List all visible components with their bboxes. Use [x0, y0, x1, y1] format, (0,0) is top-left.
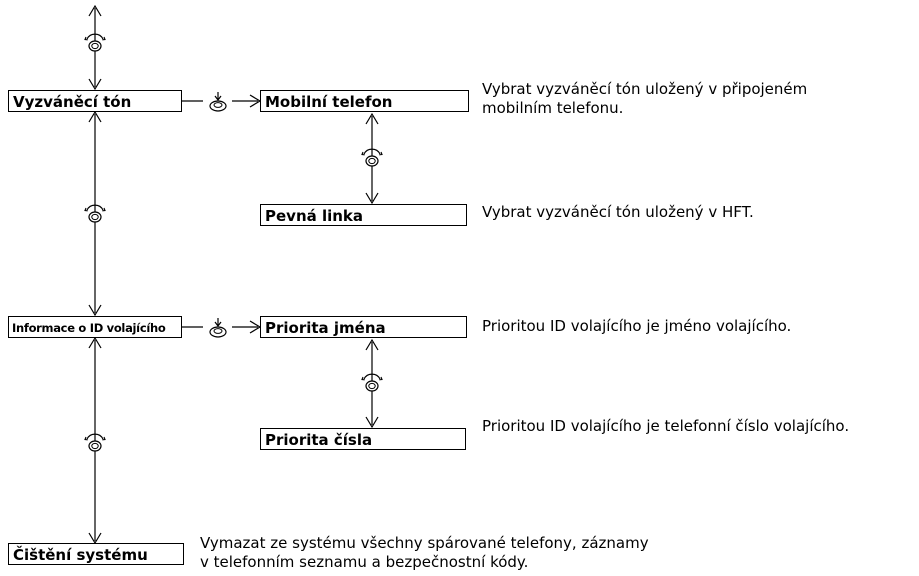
box-caller-id-info: Informace o ID volajícího	[8, 316, 182, 338]
description-line: Vybrat vyzváněcí tón uložený v připojené…	[482, 80, 808, 98]
main-vertical-connector	[88, 4, 102, 545]
box-number-priority: Priorita čísla	[260, 428, 466, 450]
push-knob-icon	[209, 91, 227, 112]
description-line: mobilním telefonu.	[482, 99, 624, 117]
description-name-priority: Prioritou ID volajícího je jméno volajíc…	[482, 317, 792, 335]
push-knob-icon	[209, 317, 227, 338]
description-mobile-phone: Vybrat vyzváněcí tón uložený v připojené…	[482, 80, 807, 118]
description-number-priority: Prioritou ID volajícího je telefonní čís…	[482, 417, 850, 435]
description-system-clear: Vymazat ze systému všechny spárované tel…	[200, 534, 649, 572]
description-line: Vymazat ze systému všechny spárované tel…	[200, 534, 649, 552]
box-system-clear: Čištění systému	[8, 543, 184, 565]
description-line: v telefonním seznamu a bezpečnostní kódy…	[200, 553, 529, 571]
box-landline: Pevná linka	[260, 204, 467, 226]
box-mobile-phone: Mobilní telefon	[260, 90, 469, 112]
box-ringtone: Vyzváněcí tón	[8, 90, 182, 112]
box-name-priority: Priorita jména	[260, 316, 467, 338]
description-landline: Vybrat vyzváněcí tón uložený v HFT.	[482, 203, 754, 221]
